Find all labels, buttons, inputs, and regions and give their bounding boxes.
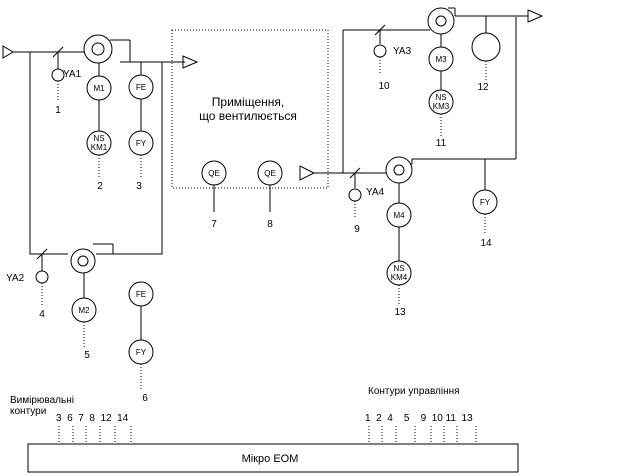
label-ns-km4-bottom: KM4 (391, 273, 408, 282)
measurement-input-lines (58, 426, 132, 444)
number-2: 2 (97, 181, 103, 192)
label-fe-6: FE (136, 290, 146, 299)
actuator-ya4 (348, 188, 362, 202)
room-label-line2: що вентилюється (199, 109, 297, 123)
label-ns-km3-top: NS (435, 93, 446, 102)
control-output-lines (368, 426, 477, 444)
micro-eom-box (27, 443, 519, 473)
micro-computer (27, 426, 519, 473)
number-7: 7 (211, 219, 217, 230)
label-fy-14: FY (480, 198, 491, 207)
number-10: 10 (378, 81, 390, 92)
label-ya2: YA2 (6, 273, 25, 284)
number-6: 6 (142, 393, 148, 404)
label-ya4: YA4 (366, 187, 385, 198)
element-labels: M1 NS KM1 FE FY M2 FE FY M3 NS KM3 M4 NS… (78, 55, 490, 357)
label-m4: M4 (393, 211, 405, 220)
label-ya3: YA3 (393, 46, 412, 57)
actuator-ya2 (35, 270, 49, 284)
number-11: 11 (436, 138, 447, 149)
label-ns-km1-top: NS (93, 134, 104, 143)
valve-labels: YA1 YA2 YA3 YA4 (6, 46, 412, 284)
measurement-title-line1: Вимірювальні (10, 395, 74, 406)
room-label: Приміщення, що вентилюється (199, 95, 297, 123)
number-3: 3 (136, 181, 142, 192)
number-8: 8 (267, 219, 273, 230)
right-exhaust-system (299, 7, 544, 305)
label-fy-3: FY (136, 139, 147, 148)
label-qe-7: QE (208, 169, 220, 178)
label-ns-km3-bottom: KM3 (433, 102, 450, 111)
label-ya1: YA1 (63, 69, 82, 80)
supply-arrow-left (182, 55, 199, 69)
number-5: 5 (84, 350, 90, 361)
label-m3: M3 (435, 55, 447, 64)
number-1: 1 (55, 105, 61, 116)
control-contours: Контури управління 1 2 4 5 9 10 11 13 (365, 386, 473, 424)
measurement-contour-list: 3 6 7 8 12 14 (56, 413, 129, 424)
number-14: 14 (480, 238, 492, 249)
number-4: 4 (39, 309, 45, 320)
micro-eom-label: Мікро ЕОМ (242, 453, 299, 465)
label-qe-8: QE (264, 169, 276, 178)
measurement-contours: Вимірювальні контури 3 6 7 8 12 14 (10, 395, 129, 424)
ventilated-room (171, 29, 329, 212)
number-12: 12 (477, 82, 489, 93)
exhaust-outlet-arrow (527, 9, 544, 23)
label-fe-3: FE (136, 83, 146, 92)
room-label-line1: Приміщення, (212, 95, 284, 109)
label-m2: M2 (78, 306, 90, 315)
control-contour-list: 1 2 4 5 9 10 11 13 (365, 413, 473, 424)
exhaust-inlet-arrow (299, 165, 316, 181)
measurement-title-line2: контури (10, 406, 46, 417)
label-ns-km1-bottom: KM1 (91, 143, 108, 152)
label-ns-km4-top: NS (393, 264, 404, 273)
actuator-ya3 (373, 44, 387, 58)
number-13: 13 (394, 307, 406, 318)
label-fy-6: FY (136, 348, 147, 357)
label-m1: M1 (93, 84, 105, 93)
number-labels: 1 2 3 4 5 6 7 8 9 10 11 12 13 14 (39, 81, 492, 404)
element-12 (471, 32, 501, 62)
control-title: Контури управління (368, 386, 460, 397)
left-supply-system (2, 34, 199, 389)
room-boundary (171, 29, 329, 189)
inlet-arrow-left (2, 45, 14, 59)
number-9: 9 (354, 224, 360, 235)
